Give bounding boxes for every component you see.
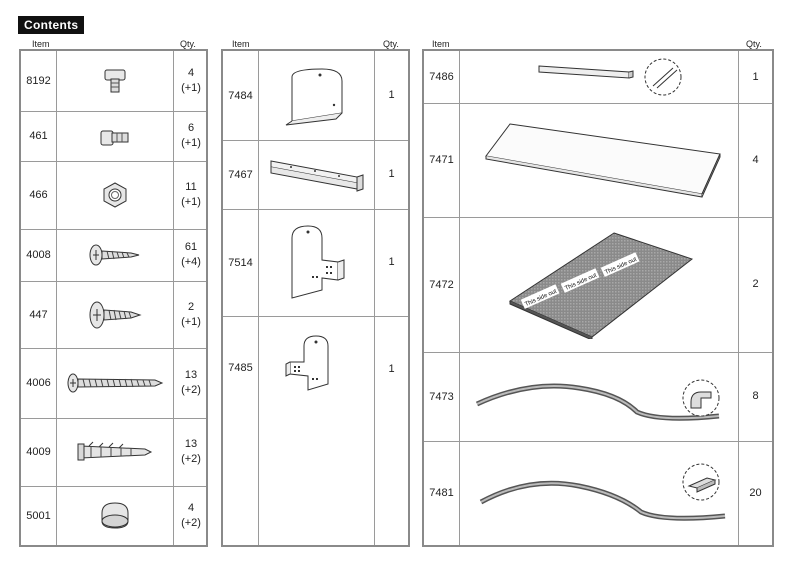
table-row: 466 11(+1) [21, 161, 206, 230]
rail-channel-icon [259, 140, 374, 209]
item-quantity: 11(+1) [181, 181, 201, 208]
item-quantity: 13(+2) [181, 369, 201, 396]
table-row: 7471 4 [424, 103, 772, 218]
wall-plug-icon [57, 418, 173, 486]
table-row: 447 2(+1) [21, 281, 206, 349]
table-row: 5001 4(+2) [21, 486, 206, 545]
item-code: 447 [29, 308, 48, 321]
item-code: 466 [29, 189, 48, 201]
parts-table-small-hardware: 8192 4(+1) 461 6(+1) 466 11(+1) 4008 61(… [19, 49, 208, 547]
rubber-seal-icon [460, 352, 738, 441]
table-row: 4008 61(+4) [21, 229, 206, 282]
table-row: 7473 8 [424, 352, 772, 442]
item-quantity: 4(+2) [181, 501, 201, 529]
item-quantity: 1 [752, 70, 759, 83]
item-quantity: 4(+1) [181, 67, 201, 94]
column-header-qty-2: Qty. [383, 39, 399, 49]
profile-strip-icon [460, 51, 738, 103]
item-quantity: 4 [752, 153, 759, 166]
wall-bracket-icon [259, 209, 374, 316]
hex-nut-icon [57, 161, 173, 229]
table-row: 4009 13(+2) [21, 418, 206, 487]
item-code: 8192 [26, 75, 51, 87]
table-row: 461 6(+1) [21, 111, 206, 162]
item-code: 7514 [228, 256, 253, 269]
table-row: 7486 1 [424, 51, 772, 104]
item-code: 7473 [429, 390, 454, 403]
item-code: 5001 [26, 509, 51, 522]
end-cap-icon [57, 486, 173, 545]
item-code: 7484 [228, 89, 253, 102]
item-quantity: 20 [749, 486, 762, 499]
short-screw-icon [57, 229, 173, 281]
item-quantity: 8 [752, 390, 759, 402]
long-screw-icon [57, 348, 173, 418]
item-code: 7467 [228, 168, 253, 181]
column-header-item-1: Item [32, 39, 50, 49]
item-code: 461 [29, 130, 48, 142]
item-quantity: 6(+1) [181, 122, 201, 149]
item-quantity: 1 [388, 363, 395, 375]
table-row: 7472 This side out This side out This si… [424, 217, 772, 353]
item-quantity: 1 [388, 89, 395, 101]
item-code: 4008 [26, 249, 51, 261]
item-code: 4006 [26, 377, 51, 389]
contents-title: Contents [18, 16, 85, 34]
table-row: 8192 4(+1) [21, 51, 206, 112]
item-code: 7472 [429, 278, 454, 291]
polycarbonate-sheet-icon: This side out This side out This side ou… [460, 217, 738, 352]
end-plate-icon [259, 51, 374, 140]
item-quantity: 61(+4) [181, 241, 201, 268]
item-quantity: 1 [388, 168, 395, 180]
table-row: 7514 1 [223, 209, 408, 317]
t-bolt-icon [57, 111, 173, 161]
screw-icon [57, 281, 173, 348]
item-quantity: 1 [388, 256, 395, 268]
table-row: 4006 13(+2) [21, 348, 206, 419]
item-code: 4009 [26, 446, 51, 458]
table-row: 7485 1 [223, 316, 408, 545]
column-header-item-3: Item [432, 39, 450, 49]
item-quantity: 2(+1) [181, 300, 201, 328]
column-header-qty-3: Qty. [746, 39, 762, 49]
glazing-clip-icon [460, 441, 738, 545]
parts-table-panels: 7486 1 7471 4 7472 This side out This si… [422, 49, 774, 547]
table-row: 7481 20 [424, 441, 772, 545]
glass-panel-icon [460, 103, 738, 217]
item-code: 7485 [228, 362, 253, 374]
column-header-item-2: Item [232, 39, 250, 49]
item-code: 7486 [429, 71, 454, 83]
t-bolt-icon [57, 51, 173, 111]
item-code: 7471 [429, 154, 454, 166]
item-quantity: 13(+2) [181, 438, 201, 465]
bracket-small-icon [259, 316, 374, 545]
table-row: 7467 1 [223, 140, 408, 210]
item-code: 7481 [429, 487, 454, 499]
table-row: 7484 1 [223, 51, 408, 141]
parts-table-brackets: 7484 1 7467 1 7514 1 7485 1 [221, 49, 410, 547]
column-header-qty-1: Qty. [180, 39, 196, 49]
item-quantity: 2 [752, 278, 759, 290]
